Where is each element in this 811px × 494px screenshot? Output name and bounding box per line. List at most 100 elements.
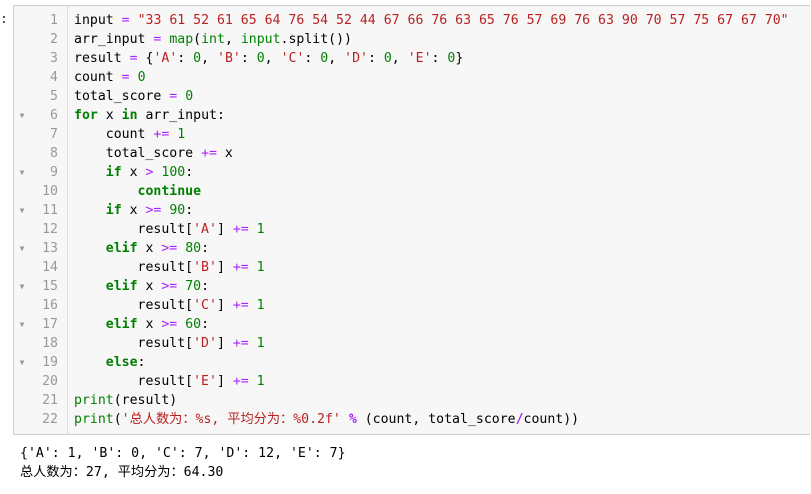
line-number: 9 [50, 165, 58, 180]
code-indent [74, 127, 106, 142]
code-text: arr_input = map(int, input.split()) [74, 30, 352, 49]
code-line[interactable]: ▼ 17 elif x >= 60: [14, 315, 811, 334]
code-token: = [153, 32, 162, 47]
fold-toggle-icon[interactable]: ▼ [19, 320, 25, 329]
code-token: ] [216, 298, 233, 313]
code-indent [74, 317, 106, 332]
code-line[interactable]: 14 result['B'] += 1 [14, 258, 811, 277]
code-token: += [201, 146, 217, 161]
code-token: += [153, 127, 170, 142]
line-number: 11 [42, 203, 58, 218]
code-token: else [105, 355, 138, 370]
code-token: ] [216, 374, 233, 389]
code-token: 1 [177, 127, 186, 142]
code-line[interactable]: ▼19 else: [14, 353, 811, 372]
code-token: : [185, 203, 194, 218]
code-token: result [74, 51, 122, 66]
code-line[interactable]: 12 result['A'] += 1 [14, 220, 811, 239]
code-token: > [145, 165, 154, 180]
code-token: elif [105, 279, 138, 294]
code-text: result['C'] += 1 [74, 296, 265, 315]
code-line[interactable]: 10 continue [14, 182, 811, 201]
code-indent [74, 165, 106, 180]
fold-toggle-icon[interactable]: ▼ [19, 244, 25, 253]
code-indent [74, 355, 106, 370]
code-token: 0 [383, 51, 392, 66]
code-token: += [232, 374, 249, 389]
code-token: .split()) [280, 32, 352, 47]
code-indent [74, 241, 106, 256]
fold-toggle-icon[interactable]: ▼ [19, 206, 25, 215]
code-line[interactable]: 21 print(result) [14, 391, 811, 410]
code-indent [74, 298, 138, 313]
code-line[interactable]: 18 result['D'] += 1 [14, 334, 811, 353]
code-text: if x > 100: [74, 163, 193, 182]
code-token: , [264, 51, 281, 66]
code-text: input = "33 61 52 61 65 64 76 54 52 44 6… [74, 11, 789, 30]
line-number: 12 [42, 222, 58, 237]
line-number: 7 [50, 127, 58, 142]
code-token: 'D' [344, 51, 368, 66]
code-token: >= [161, 279, 178, 294]
code-token: x [97, 108, 122, 123]
code-text: for x in arr_input: [74, 106, 225, 125]
code-line[interactable]: ▼11 if x >= 90: [14, 201, 811, 220]
line-number: 1 [50, 13, 58, 28]
code-line[interactable]: ▼15 elif x >= 70: [14, 277, 811, 296]
fold-toggle-icon[interactable]: ▼ [19, 282, 25, 291]
code-cell[interactable]: 1 input = "33 61 52 61 65 64 76 54 52 44 … [13, 5, 810, 435]
code-token: } [455, 51, 464, 66]
code-token: 90 [169, 203, 186, 218]
code-token: 80 [185, 241, 202, 256]
code-text: elif x >= 60: [74, 315, 209, 334]
code-text: count += 1 [74, 125, 185, 144]
code-token: 0 [137, 70, 146, 85]
line-number: 17 [42, 317, 58, 332]
code-text: elif x >= 80: [74, 239, 209, 258]
code-token: print [74, 393, 114, 408]
code-token: : [201, 317, 210, 332]
code-token: x [137, 317, 162, 332]
code-token: x [121, 165, 146, 180]
code-token: result[ [137, 336, 194, 351]
code-token: 1 [256, 374, 265, 389]
fold-toggle-icon[interactable]: ▼ [19, 111, 25, 120]
code-token: = [121, 13, 130, 28]
code-text: result['A'] += 1 [74, 220, 265, 239]
code-token [341, 412, 349, 427]
code-line[interactable]: ▼13 elif x >= 80: [14, 239, 811, 258]
line-number: 14 [42, 260, 58, 275]
fold-toggle-icon[interactable]: ▼ [19, 358, 25, 367]
code-text: continue [74, 182, 202, 201]
code-text: result['D'] += 1 [74, 334, 265, 353]
code-indent [74, 146, 106, 161]
fold-toggle-icon[interactable]: ▼ [19, 168, 25, 177]
line-number: 21 [42, 393, 58, 408]
code-token [114, 70, 122, 85]
code-token: , [391, 51, 408, 66]
code-line[interactable]: 16 result['C'] += 1 [14, 296, 811, 315]
code-token: 'D' [193, 336, 217, 351]
code-line[interactable]: 1 input = "33 61 52 61 65 64 76 54 52 44 … [14, 11, 811, 30]
code-token: / [515, 412, 524, 427]
code-line[interactable]: 8 total_score += x [14, 144, 811, 163]
code-token: 100 [161, 165, 186, 180]
code-text: print(result) [74, 391, 177, 410]
code-token [122, 51, 130, 66]
code-token [177, 279, 185, 294]
code-line[interactable]: 20 result['E'] += 1 [14, 372, 811, 391]
code-token: += [232, 298, 249, 313]
code-token: int [201, 32, 225, 47]
code-line[interactable]: 7 count += 1 [14, 125, 811, 144]
code-token: x [121, 203, 146, 218]
code-token: 'A' [193, 222, 217, 237]
code-text: else: [74, 353, 146, 372]
code-line[interactable]: ▼ 9 if x > 100: [14, 163, 811, 182]
line-number: 16 [42, 298, 58, 313]
